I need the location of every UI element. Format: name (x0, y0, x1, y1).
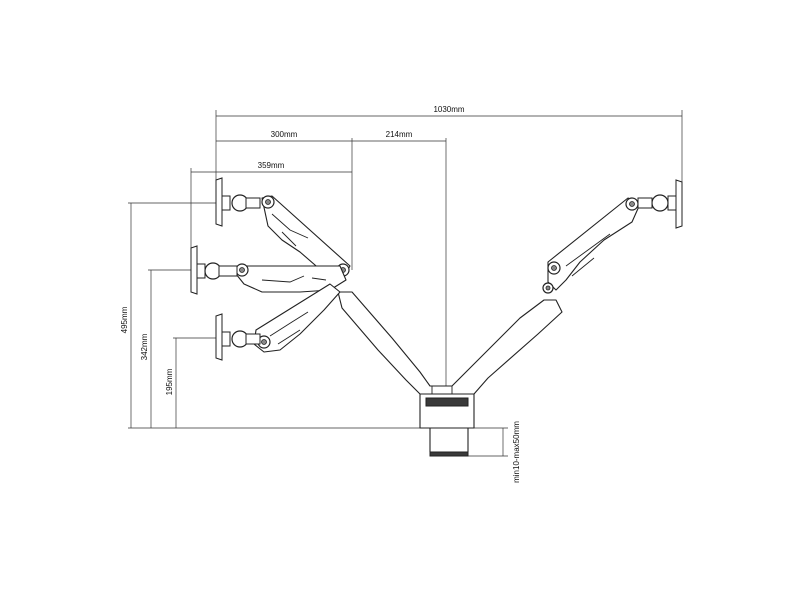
pole-offset-label: 214mm (386, 130, 413, 139)
monitor-mount-left-low (215, 313, 261, 361)
desk-thickness-label: min10-max50mm (512, 421, 521, 483)
height-max-label: 495mm (120, 306, 129, 333)
right-arm (542, 197, 641, 294)
monitor-mount-right (637, 179, 683, 229)
height-mid-label: 342mm (140, 333, 149, 360)
height-min-label: 195mm (165, 368, 174, 395)
dimension-labels: 1030mm 300mm 214mm 359mm 495mm 342mm 195… (120, 105, 521, 483)
left-arm-middle (235, 263, 347, 293)
desk-clamp (419, 393, 475, 457)
monitor-mount-left-top (215, 177, 261, 227)
reach-short-label: 300mm (271, 130, 298, 139)
reach-long-label: 359mm (258, 161, 285, 170)
left-arm-low (253, 283, 341, 353)
central-pole (337, 291, 563, 395)
dimension-lines (128, 110, 683, 457)
monitor-mount-left-middle (190, 245, 238, 295)
total-width-label: 1030mm (433, 105, 464, 114)
